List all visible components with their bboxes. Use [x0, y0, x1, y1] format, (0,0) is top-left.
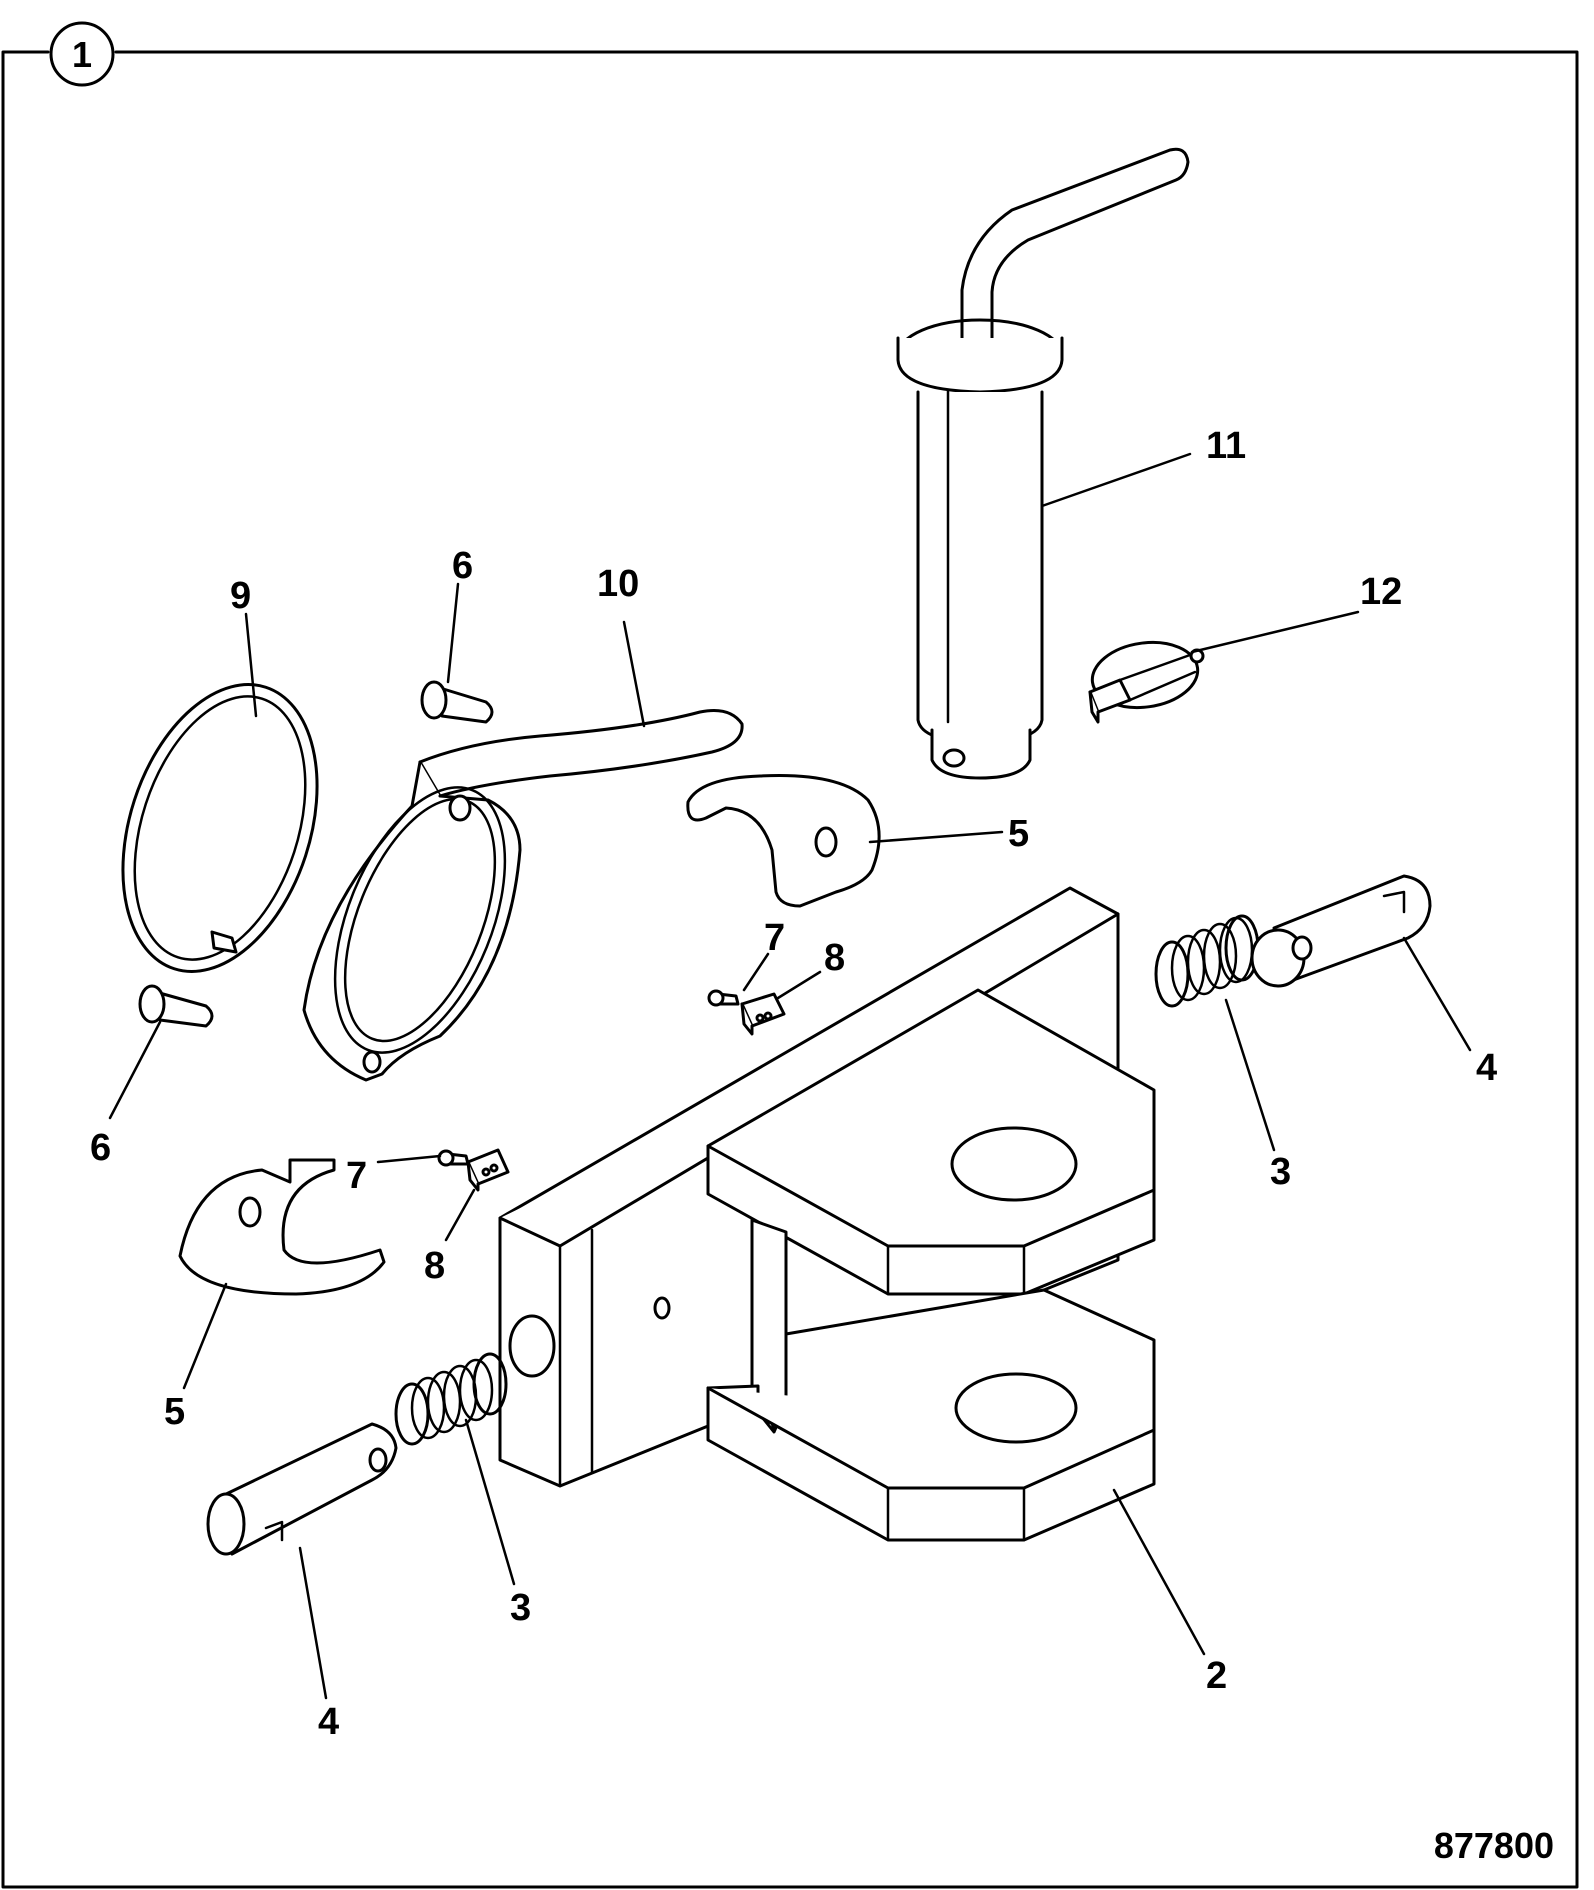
label-5-lower: 5	[164, 1391, 185, 1433]
sheet-number: 1	[72, 34, 92, 75]
label-11: 11	[1206, 425, 1246, 467]
part-5-latch-upper	[686, 774, 881, 908]
part-4-pin-lower	[206, 1422, 398, 1556]
label-7-upper: 7	[764, 917, 785, 959]
part-7-screw-lower	[437, 1149, 470, 1167]
label-8-upper: 8	[824, 937, 845, 979]
frame-border: 1	[1, 21, 1579, 1889]
part-3-spring-lower	[394, 1352, 508, 1446]
part-3-spring-upper	[1154, 914, 1260, 1008]
label-3-upper: 3	[1270, 1151, 1291, 1193]
part-8-block-lower	[466, 1148, 510, 1192]
label-9: 9	[230, 575, 251, 617]
part-10-flange-tube	[302, 709, 744, 1082]
part-9-circlip	[121, 683, 319, 973]
label-12: 12	[1360, 571, 1402, 613]
leader-lines	[108, 452, 1472, 1700]
label-6-upper: 6	[452, 545, 473, 587]
part-2-bracket	[498, 886, 1156, 1542]
part-12-lynch-pin	[1088, 640, 1205, 724]
label-8-lower: 8	[424, 1245, 445, 1287]
label-6-lower: 6	[90, 1127, 111, 1169]
part-11-handle-pin	[896, 147, 1190, 780]
part-6-pin-upper	[420, 680, 494, 724]
label-4-lower: 4	[318, 1701, 339, 1743]
part-labels: 11 12 10 6 9 5 7 8 4 3 6 7 8 5 3 4 2	[90, 425, 1497, 1743]
label-2: 2	[1206, 1655, 1227, 1697]
drawing-number: 877800	[1434, 1825, 1554, 1866]
sheet-number-badge	[49, 21, 115, 87]
label-5-upper: 5	[1008, 813, 1029, 855]
label-3-lower: 3	[510, 1587, 531, 1629]
label-7-lower: 7	[346, 1155, 367, 1197]
part-5-latch-lower	[178, 1158, 386, 1296]
part-8-block-upper	[740, 992, 786, 1036]
part-4-pin-upper	[1250, 874, 1432, 988]
part-6-pin-lower	[138, 984, 214, 1028]
part-7-screw-upper	[707, 989, 740, 1007]
label-10: 10	[597, 563, 639, 605]
label-4-upper: 4	[1476, 1047, 1497, 1089]
